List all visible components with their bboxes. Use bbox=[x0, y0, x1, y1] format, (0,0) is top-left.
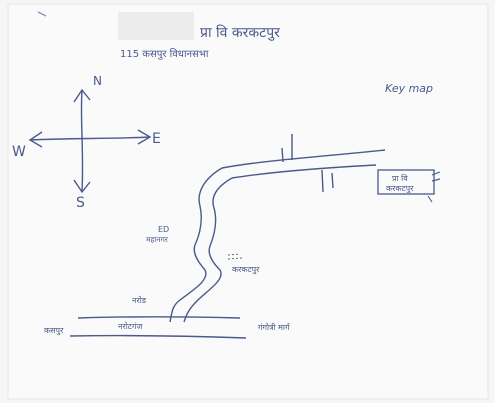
lower-stub-1 bbox=[321, 169, 324, 193]
key-map-label: Key map bbox=[385, 82, 433, 95]
label-left-upper-line1: ED bbox=[158, 225, 169, 234]
road-label-middle: नरोटगंज bbox=[118, 321, 143, 331]
school-box-label-line2: करकटपुर bbox=[386, 184, 414, 194]
redacted-area bbox=[118, 12, 194, 40]
road-label-right: गंगोत्री मार्ग bbox=[258, 322, 290, 332]
compass-north-south-line bbox=[80, 89, 84, 193]
compass-north-arrow bbox=[73, 88, 91, 103]
school-box bbox=[377, 169, 435, 195]
winding-road-left-edge bbox=[169, 167, 223, 323]
compass-south-arrow bbox=[73, 179, 91, 194]
school-box-label-line1: प्रा वि bbox=[392, 173, 408, 183]
road-label-left: कसपुर bbox=[44, 326, 64, 336]
school-box-tick bbox=[427, 195, 433, 203]
label-right-mid: करकटपुर bbox=[232, 265, 260, 275]
roads bbox=[69, 134, 386, 339]
compass-east-arrow bbox=[137, 129, 152, 145]
compass-north-label: N bbox=[93, 74, 102, 88]
compass-west-label: W bbox=[12, 144, 26, 160]
bottom-road-lower-edge bbox=[69, 334, 247, 339]
school-box-flag-mark bbox=[431, 171, 441, 182]
lower-stub-2 bbox=[331, 172, 334, 189]
label-left-lower: नरोड bbox=[132, 295, 147, 305]
winding-road-right-edge bbox=[183, 177, 233, 323]
label-left-upper-line2: महानगर bbox=[146, 235, 169, 244]
compass-west-arrow bbox=[28, 131, 43, 148]
corner-mark bbox=[37, 11, 47, 17]
top-stub-left bbox=[281, 147, 284, 163]
compass-east-label: E bbox=[152, 131, 161, 147]
top-road-upper-edge bbox=[221, 149, 386, 169]
bottom-road-upper-edge bbox=[77, 316, 241, 319]
compass-west-east-line bbox=[29, 136, 151, 141]
paper-edge bbox=[7, 3, 489, 400]
compass-south-label: S bbox=[76, 195, 85, 211]
map-title: प्रा वि करकटपुर bbox=[200, 24, 280, 41]
compass bbox=[28, 88, 152, 194]
map-subtitle: 115 कसपुर विधानसभा bbox=[120, 48, 209, 60]
top-road-lower-edge bbox=[231, 164, 377, 179]
